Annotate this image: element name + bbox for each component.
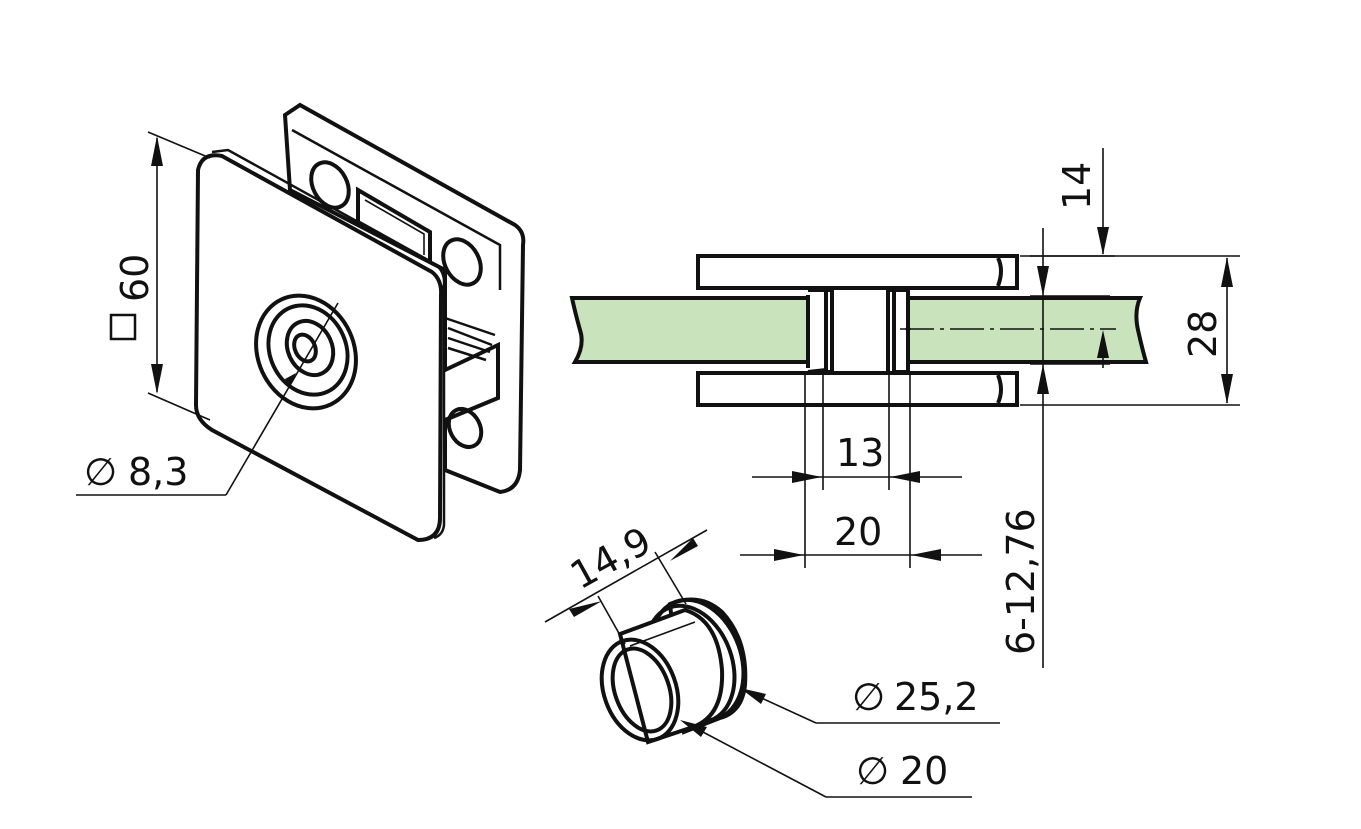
bushing-length-label: 14,9 <box>563 518 658 598</box>
front-plate-side <box>433 284 446 540</box>
glass-left <box>569 296 810 364</box>
dimension-bushing-outer: ∅ 25,2 <box>740 675 1000 724</box>
dimension-square-60: 60 <box>109 131 211 421</box>
dimension-height-28: 28 <box>1020 255 1240 406</box>
dimension-gap-20: 20 <box>740 372 982 568</box>
front-bushing-inner <box>284 318 336 378</box>
square-symbol <box>109 313 137 341</box>
back-plate-hole-mid <box>441 237 483 287</box>
bushing-view <box>599 597 748 745</box>
back-plate-hole-top <box>309 160 351 210</box>
front-plate-edge <box>211 148 446 286</box>
bushing-inner-symbol: ∅ <box>856 749 889 793</box>
section-top-plate <box>696 254 1019 290</box>
front-bushing-outer <box>254 293 358 411</box>
bushing-sleeve-end-outer <box>599 637 681 743</box>
glass-range-label: 6-12,76 <box>999 508 1043 655</box>
dimension-glass-range: 6-12,76 <box>999 228 1110 668</box>
gap-20-label: 20 <box>834 510 882 554</box>
section-bottom-plate <box>696 371 1019 407</box>
clamp-section-view <box>569 254 1149 407</box>
hole-diameter-symbol: ∅ <box>84 450 117 494</box>
clamp-isometric-view <box>193 102 526 543</box>
hole-diameter-label: 8,3 <box>128 450 188 494</box>
height-28-label: 28 <box>1181 310 1225 358</box>
square-size-label: 60 <box>113 254 157 302</box>
front-bushing-ring <box>266 303 350 397</box>
bushing-outer-symbol: ∅ <box>852 675 885 719</box>
glass-right <box>906 296 1149 364</box>
gap-13-label: 13 <box>836 431 884 475</box>
bushing-sleeve-end-inner <box>610 646 674 734</box>
back-plate-hole-low <box>446 406 484 450</box>
bushing-inner-label: 20 <box>900 749 948 793</box>
section-center-web <box>807 288 910 374</box>
back-plate-slot-inner <box>364 199 425 255</box>
dimension-bushing-inner: ∅ 20 <box>680 720 972 798</box>
dimension-gap-13: 13 <box>752 372 962 490</box>
back-plate-inner <box>291 128 502 290</box>
thickness-14-label: 14 <box>1055 162 1099 210</box>
front-plate <box>193 153 444 543</box>
clamp-teeth <box>444 316 496 362</box>
bushing-outer-label: 25,2 <box>894 675 979 719</box>
dimension-hole-diameter: ∅ 8,3 <box>76 302 339 496</box>
